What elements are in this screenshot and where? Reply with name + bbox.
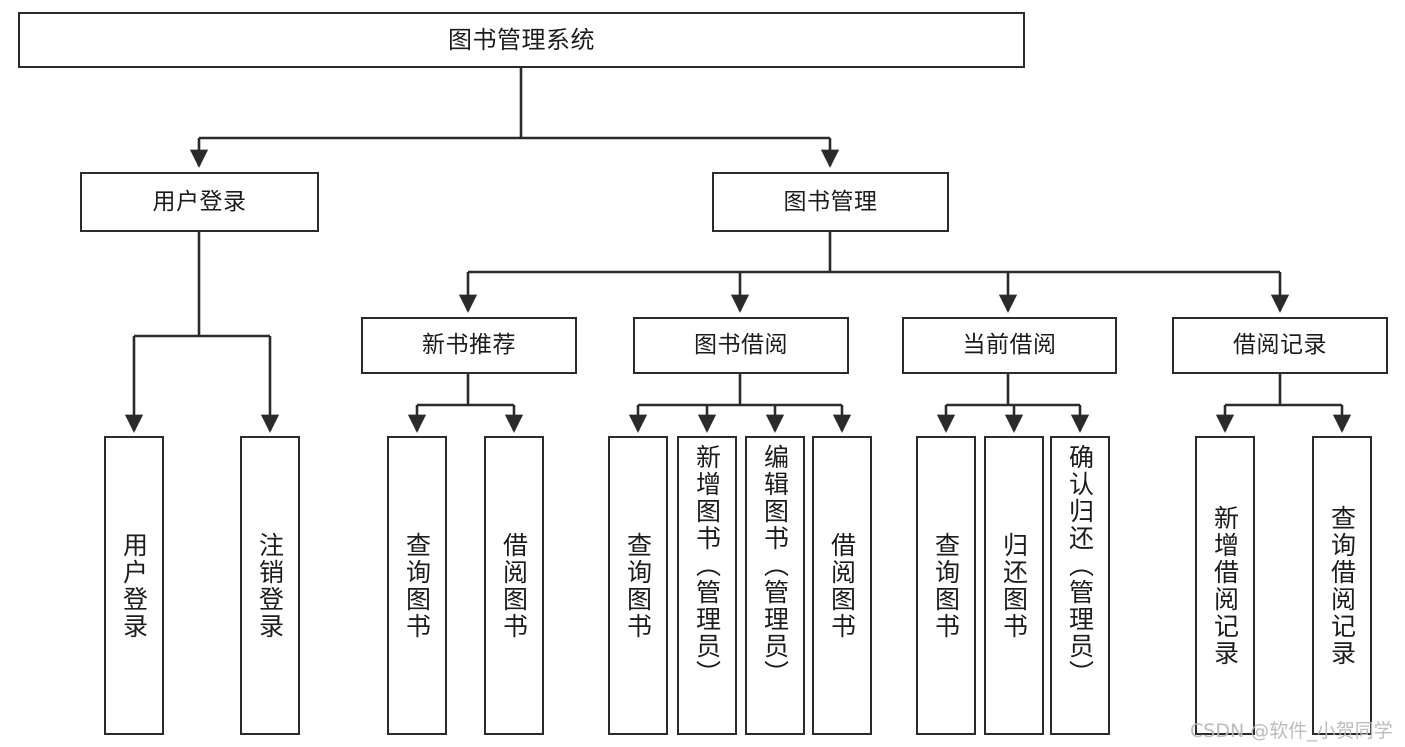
leaf-book-borrow-4-label: 借阅图书 (827, 531, 857, 640)
node-new-book-rec-label: 新书推荐 (422, 332, 516, 358)
leaf-borrow-record-1[interactable]: 新增借阅记录 (1195, 436, 1255, 735)
leaf-current-borrow-3-label: 确认归还（管理员） (1065, 444, 1095, 687)
leaf-book-borrow-2[interactable]: 新增图书（管理员） (677, 436, 737, 735)
node-user-login-label: 用户登录 (152, 188, 247, 215)
leaf-user-login-1-label: 用户登录 (119, 531, 149, 640)
leaf-current-borrow-2[interactable]: 归还图书 (984, 436, 1044, 735)
leaf-user-login-1[interactable]: 用户登录 (104, 436, 164, 735)
leaf-borrow-record-2[interactable]: 查询借阅记录 (1312, 436, 1372, 735)
node-root[interactable]: 图书管理系统 (18, 12, 1025, 68)
watermark: CSDN @软件_小贺同学 (1190, 720, 1393, 742)
node-borrow-record[interactable]: 借阅记录 (1172, 317, 1388, 374)
node-user-login[interactable]: 用户登录 (80, 172, 319, 232)
node-root-label: 图书管理系统 (448, 26, 595, 54)
leaf-book-borrow-2-label: 新增图书（管理员） (692, 444, 722, 687)
leaf-user-login-2[interactable]: 注销登录 (240, 436, 300, 735)
node-book-borrow[interactable]: 图书借阅 (633, 317, 849, 374)
node-borrow-record-label: 借阅记录 (1233, 332, 1327, 358)
leaf-borrow-record-1-label: 新增借阅记录 (1210, 504, 1240, 667)
leaf-book-borrow-3-label: 编辑图书（管理员） (760, 444, 790, 687)
leaf-current-borrow-2-label: 归还图书 (999, 531, 1029, 640)
leaf-book-borrow-4[interactable]: 借阅图书 (812, 436, 872, 735)
leaf-new-book-rec-1[interactable]: 查询图书 (387, 436, 447, 735)
node-book-manage[interactable]: 图书管理 (712, 172, 949, 232)
leaf-borrow-record-2-label: 查询借阅记录 (1327, 504, 1357, 667)
leaf-new-book-rec-2[interactable]: 借阅图书 (484, 436, 544, 735)
leaf-book-borrow-3[interactable]: 编辑图书（管理员） (745, 436, 805, 735)
node-current-borrow-label: 当前借阅 (962, 332, 1057, 358)
leaf-current-borrow-1-label: 查询图书 (931, 531, 961, 640)
node-book-manage-label: 图书管理 (783, 188, 878, 215)
leaf-new-book-rec-2-label: 借阅图书 (499, 531, 529, 640)
leaf-book-borrow-1-label: 查询图书 (623, 531, 653, 640)
leaf-user-login-2-label: 注销登录 (255, 531, 285, 640)
leaf-new-book-rec-1-label: 查询图书 (402, 531, 432, 640)
node-current-borrow[interactable]: 当前借阅 (902, 317, 1117, 374)
leaf-current-borrow-1[interactable]: 查询图书 (916, 436, 976, 735)
leaf-current-borrow-3[interactable]: 确认归还（管理员） (1050, 436, 1110, 735)
node-book-borrow-label: 图书借阅 (694, 332, 788, 358)
leaf-book-borrow-1[interactable]: 查询图书 (608, 436, 668, 735)
node-new-book-rec[interactable]: 新书推荐 (361, 317, 577, 374)
